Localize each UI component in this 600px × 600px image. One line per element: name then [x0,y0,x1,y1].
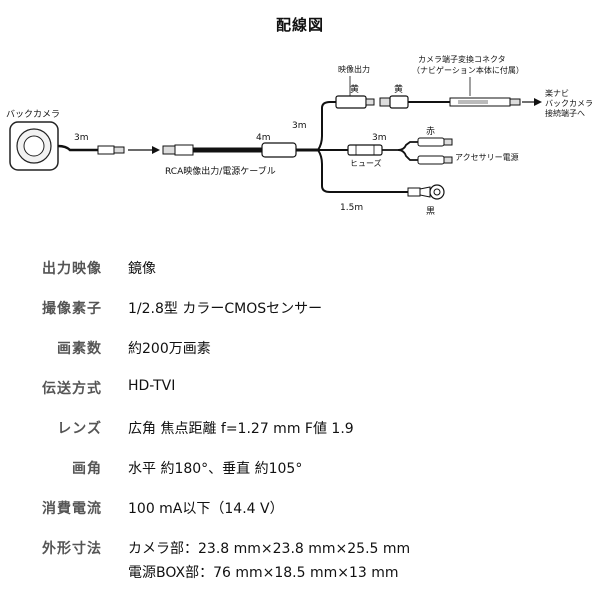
spec-label: 外形寸法 [42,541,102,557]
adapter-label-2: （ナビゲーション本体に付属） [412,65,524,75]
rca-cable-length: 4m [256,133,271,143]
spec-row-output: 出力映像 鏡像 [0,258,600,282]
spec-value: 1/2.8型 カラーCMOSセンサー [128,301,323,317]
spec-row-pixels: 画素数 約200万画素 [0,338,600,362]
spec-row-dimensions: 外形寸法 カメラ部：23.8 mm×23.8 mm×25.5 mm 電源BOX部… [0,538,600,586]
spec-value: カメラ部：23.8 mm×23.8 mm×25.5 mm 電源BOX部：76 m… [128,538,410,586]
ring-terminal-icon [407,184,445,200]
spec-row-sensor: 撮像素子 1/2.8型 カラーCMOSセンサー [0,298,600,322]
spec-row-transmission: 伝送方式 HD-TVI [0,378,600,402]
accessory-power-label: アクセサリー電源 [455,153,519,162]
yellow-label-1: 黄 [350,83,359,95]
rca-socket-icon [162,144,194,156]
fuse-holder-icon [347,144,383,156]
adapter-connector-icon [449,97,521,107]
video-out-label: 映像出力 [338,64,370,74]
rca-plug-male-icon [335,95,375,109]
rca-cable-label: RCA映像出力/電源ケーブル [165,165,276,177]
fuse-branch-length: 3m [372,133,387,143]
spec-value: 鏡像 [128,261,156,277]
back-camera-icon [9,121,59,171]
spec-value-line: カメラ部：23.8 mm×23.8 mm×25.5 mm [128,541,411,557]
spec-label: 出力映像 [42,261,102,277]
yellow-label-2: 黄 [394,83,403,95]
spec-row-current: 消費電流 100 mA以下（14.4 V） [0,498,600,522]
spec-value: 100 mA以下（14.4 V） [128,501,284,517]
spec-label: 伝送方式 [42,381,102,397]
rakunavi-label-3: 接続端子へ [545,108,585,118]
power-wire [382,141,418,151]
spec-label: 画角 [72,461,102,477]
camera-cable [57,144,98,152]
to-navi-arrow-icon [522,98,542,106]
ground-cable-length: 1.5m [340,203,363,213]
power-plug-icon [417,137,453,165]
spec-value: 約200万画素 [128,341,211,357]
fuse-label: ヒューズ [350,158,382,168]
back-camera-label: バックカメラ [6,109,60,120]
wiring-diagram: バックカメラ 3m RCA映像出力/電源ケーブル 4m 3m 映像出力 黄 黄 … [6,54,593,217]
red-label: 赤 [426,126,435,137]
spec-row-angle: 画角 水平 約180°、垂直 約105° [0,458,600,482]
camera-plug-icon [97,145,125,155]
spec-label: 撮像素子 [42,301,102,317]
connect-arrow-icon [128,146,160,154]
power-wire-2 [397,149,418,161]
diagram-title: 配線図 [275,16,324,34]
branch-ground-wire [317,149,408,193]
spec-row-lens: レンズ 広角 焦点距離 f=1.27 mm F値 1.9 [0,418,600,442]
rakunavi-label-2: バックカメラ [545,99,593,108]
rca-plug-female-icon [379,95,409,109]
upper-branch-length: 3m [292,121,307,131]
spec-value-line: 電源BOX部：76 mm×18.5 mm×13 mm [128,565,399,581]
spec-value: 水平 約180°、垂直 約105° [128,461,303,477]
power-box-icon [261,142,297,158]
black-label: 黒 [426,206,435,217]
spec-label: 消費電流 [42,501,102,517]
branch-video-wire [317,101,336,151]
spec-value: 広角 焦点距離 f=1.27 mm F値 1.9 [128,421,354,437]
adapter-label-1: カメラ端子変換コネクタ [418,54,506,64]
spec-label: レンズ [57,421,102,437]
spec-label: 画素数 [57,341,102,357]
rakunavi-label-1: 楽ナビ [545,88,569,98]
spec-value: HD-TVI [128,378,176,394]
camera-cable-length: 3m [74,133,89,143]
